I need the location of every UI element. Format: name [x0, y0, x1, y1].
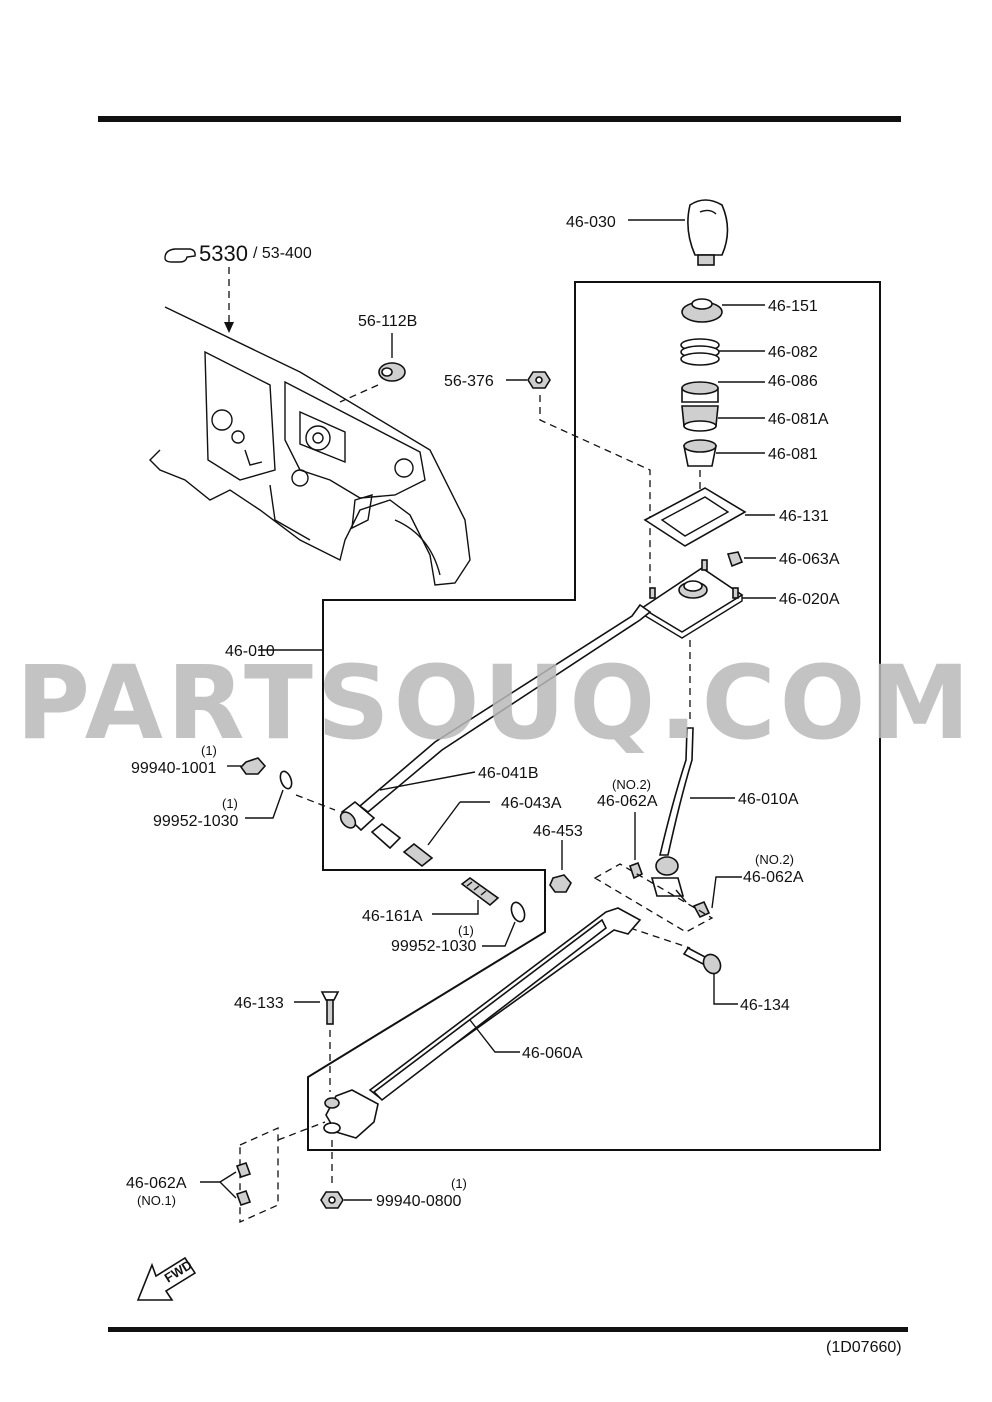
assembly-frame [307, 281, 881, 1151]
bottom-rule [108, 1327, 908, 1332]
note-46-062a-no2-right: (NO.2) [755, 852, 794, 867]
top-rule [98, 116, 901, 122]
part-46-134-bolt: 46-134 [629, 927, 790, 1014]
label-46-086: 46-086 [768, 373, 818, 390]
part-46-063a: 46-063A [726, 551, 840, 568]
label-46-062a-no2-right: 46-062A [743, 869, 804, 886]
label-46-062a-no2-center: 46-062A [597, 793, 658, 810]
part-99952-1030-upper: (1) 99952-1030 [153, 770, 336, 830]
label-99952-1030-upper: 99952-1030 [153, 813, 239, 830]
part-46-131-gasket: 46-131 [643, 487, 829, 547]
part-46-062a-no2-center: (NO.2) 46-062A [597, 777, 658, 880]
part-lower-pivot-bracket [323, 1089, 379, 1139]
part-99940-0800: (1) 99940-0800 [320, 1140, 467, 1210]
part-46-043a: 46-043A [370, 795, 562, 868]
part-46-161a: 46-161A [362, 877, 500, 925]
label-46-062a-no1: 46-062A [126, 1175, 187, 1192]
label-99952-1030-lower: 99952-1030 [391, 938, 477, 955]
label-46-030: 46-030 [566, 214, 616, 231]
qty-99940-1001: (1) [201, 743, 217, 758]
part-46-020a-base: 46-020A [640, 559, 840, 720]
label-46-010: 46-010 [225, 643, 275, 660]
label-46-134: 46-134 [740, 997, 790, 1014]
label-46-043a: 46-043A [501, 795, 562, 812]
part-46-062a-no1: 46-062A (NO.1) [126, 1121, 326, 1224]
reference-callout: 5330 / 53-400 [164, 241, 312, 333]
label-46-060a: 46-060A [522, 1045, 583, 1062]
pointing-hand-icon [164, 248, 196, 263]
part-99952-1030-lower: (1) 99952-1030 [391, 901, 526, 955]
note-46-062a-no2-center: (NO.2) [612, 777, 651, 792]
label-46-020a: 46-020A [779, 591, 840, 608]
reference-sub-number: / 53-400 [253, 245, 312, 262]
label-46-161a: 46-161A [362, 908, 423, 925]
qty-99952-1030-lower: (1) [458, 923, 474, 938]
part-56-376: 56-376 [444, 371, 651, 590]
part-46-082-spring: 46-082 [680, 338, 818, 366]
label-46-131: 46-131 [779, 508, 829, 525]
part-46-086: 46-086 [681, 373, 818, 403]
note-46-062a-no1: (NO.1) [137, 1193, 176, 1208]
label-46-063a: 46-063A [779, 551, 840, 568]
part-46-010a-rod: 46-010A [650, 727, 799, 903]
reference-main-number: 5330 [199, 241, 248, 266]
part-46-081: 46-081 [683, 439, 818, 467]
part-46-151: 46-151 [681, 298, 818, 323]
label-46-041b: 46-041B [478, 765, 539, 782]
part-46-030-shift-knob: 46-030 [566, 199, 729, 266]
fwd-arrow-icon: FWD [136, 1256, 197, 1301]
label-56-112b: 56-112B [358, 313, 417, 330]
part-46-081a: 46-081A [681, 405, 829, 432]
qty-99940-0800: (1) [451, 1176, 467, 1191]
qty-99952-1030-upper: (1) [222, 796, 238, 811]
part-99940-1001: (1) 99940-1001 [131, 743, 267, 777]
label-46-081a: 46-081A [768, 411, 829, 428]
part-46-060a-rod: 46-060A [368, 907, 642, 1102]
part-46-062a-no2-right: (NO.2) 46-062A [692, 852, 804, 919]
label-46-082: 46-082 [768, 344, 818, 361]
label-56-376: 56-376 [444, 373, 494, 390]
part-46-133-pin: 46-133 [234, 991, 340, 1092]
label-46-133: 46-133 [234, 995, 284, 1012]
label-46-081: 46-081 [768, 446, 818, 463]
label-99940-1001: 99940-1001 [131, 760, 217, 777]
body-panel-illustration [149, 306, 471, 586]
part-46-041b: 46-041B [339, 765, 539, 832]
watermark-text: PARTSOUQ.COM [16, 644, 974, 763]
label-46-151: 46-151 [768, 298, 818, 315]
label-99940-0800: 99940-0800 [376, 1193, 462, 1210]
part-46-453: 46-453 [533, 823, 583, 893]
label-46-453: 46-453 [533, 823, 583, 840]
label-46-010a: 46-010A [738, 791, 799, 808]
diagram-code: (1D07660) [826, 1339, 902, 1356]
part-56-112b: 56-112B [339, 313, 417, 403]
